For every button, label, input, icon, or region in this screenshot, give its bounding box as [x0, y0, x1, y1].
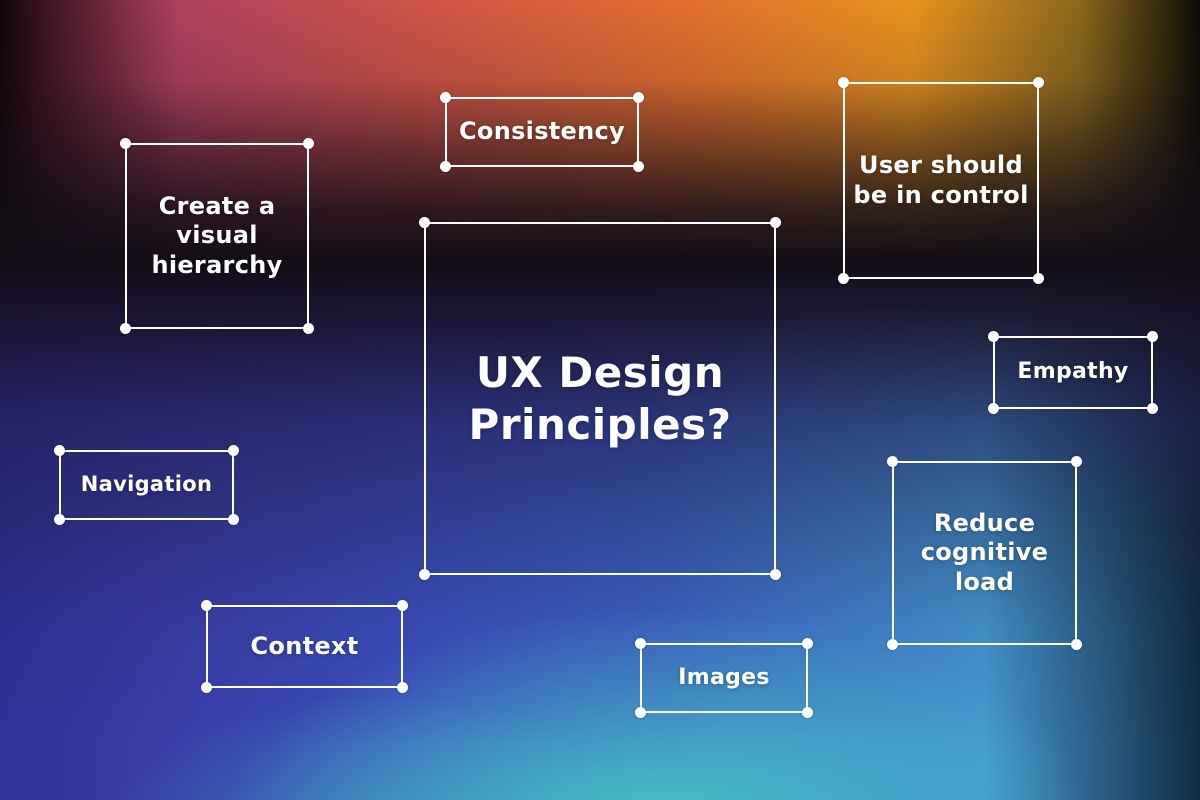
- node-navigation[interactable]: Navigation: [54, 445, 239, 525]
- node-label: User should be in control: [853, 151, 1029, 209]
- resize-handle-tr[interactable]: [1071, 456, 1082, 467]
- resize-handle-tl[interactable]: [120, 138, 131, 149]
- resize-handle-bl[interactable]: [120, 323, 131, 334]
- background-cool-gradient: [0, 262, 1200, 800]
- node-label: Images: [678, 664, 770, 690]
- resize-handle-tl[interactable]: [419, 217, 430, 228]
- resize-handle-tl[interactable]: [635, 638, 646, 649]
- resize-handle-br[interactable]: [802, 707, 813, 718]
- node-label: Context: [250, 631, 359, 660]
- resize-handle-tl[interactable]: [201, 600, 212, 611]
- resize-handle-tl[interactable]: [988, 331, 999, 342]
- node-label: Reduce cognitive load: [920, 509, 1049, 596]
- resize-handle-bl[interactable]: [419, 569, 430, 580]
- node-reduce-cognitive-load[interactable]: Reduce cognitive load: [887, 456, 1082, 650]
- resize-handle-bl[interactable]: [988, 403, 999, 414]
- node-label: UX Design Principles?: [468, 348, 732, 449]
- resize-handle-br[interactable]: [1071, 639, 1082, 650]
- node-user-should-be-in-control[interactable]: User should be in control: [838, 77, 1044, 284]
- background-cool-fade: [0, 262, 1200, 800]
- resize-handle-tl[interactable]: [54, 445, 65, 456]
- resize-handle-bl[interactable]: [887, 639, 898, 650]
- resize-handle-bl[interactable]: [838, 273, 849, 284]
- resize-handle-tr[interactable]: [228, 445, 239, 456]
- resize-handle-br[interactable]: [633, 161, 644, 172]
- node-context[interactable]: Context: [201, 600, 408, 693]
- node-images[interactable]: Images: [635, 638, 813, 718]
- node-ux-design-principles[interactable]: UX Design Principles?: [419, 217, 781, 580]
- node-label: Create a visual hierarchy: [151, 192, 283, 279]
- background-warm-fade: [0, 0, 1200, 262]
- resize-handle-tl[interactable]: [440, 92, 451, 103]
- node-empathy[interactable]: Empathy: [988, 331, 1158, 414]
- resize-handle-br[interactable]: [1033, 273, 1044, 284]
- node-label: Navigation: [80, 472, 213, 497]
- resize-handle-bl[interactable]: [635, 707, 646, 718]
- resize-handle-br[interactable]: [228, 514, 239, 525]
- resize-handle-tr[interactable]: [397, 600, 408, 611]
- resize-handle-tr[interactable]: [1033, 77, 1044, 88]
- resize-handle-bl[interactable]: [440, 161, 451, 172]
- resize-handle-br[interactable]: [770, 569, 781, 580]
- resize-handle-tl[interactable]: [838, 77, 849, 88]
- resize-handle-tr[interactable]: [1147, 331, 1158, 342]
- node-consistency[interactable]: Consistency: [440, 92, 644, 172]
- node-create-visual-hierarchy[interactable]: Create a visual hierarchy: [120, 138, 314, 334]
- node-label: Consistency: [459, 117, 625, 146]
- resize-handle-bl[interactable]: [54, 514, 65, 525]
- resize-handle-tr[interactable]: [802, 638, 813, 649]
- resize-handle-br[interactable]: [303, 323, 314, 334]
- resize-handle-br[interactable]: [397, 682, 408, 693]
- resize-handle-tl[interactable]: [887, 456, 898, 467]
- resize-handle-br[interactable]: [1147, 403, 1158, 414]
- background-warm-gradient: [0, 0, 1200, 262]
- resize-handle-bl[interactable]: [201, 682, 212, 693]
- resize-handle-tr[interactable]: [303, 138, 314, 149]
- resize-handle-tr[interactable]: [633, 92, 644, 103]
- resize-handle-tr[interactable]: [770, 217, 781, 228]
- node-label: Empathy: [1017, 359, 1129, 385]
